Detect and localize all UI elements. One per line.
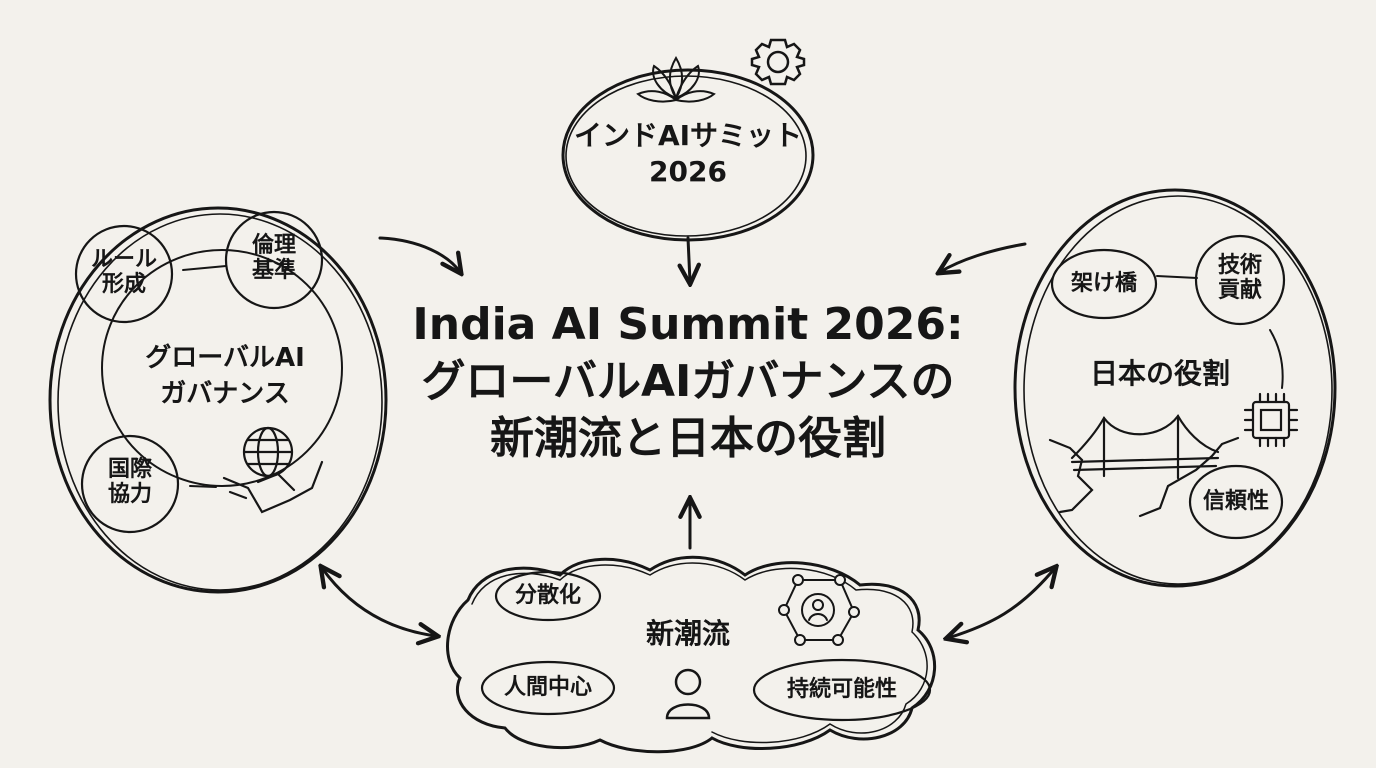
node-bridge: 架け橋 xyxy=(1070,271,1137,296)
arrow-left-to-title xyxy=(378,236,460,272)
chip-icon xyxy=(1243,392,1299,448)
node-tech-contribution: 技術貢献 xyxy=(1217,253,1262,304)
arrow-right-bottom xyxy=(948,568,1055,638)
node-intl-cooperation: 国際協力 xyxy=(107,457,152,508)
right-oval xyxy=(1013,188,1337,588)
arrow-top-to-title xyxy=(688,236,690,282)
title-line-2: グローバルAIガバナンスの xyxy=(421,356,955,408)
node-human-centric: 人間中心 xyxy=(503,675,592,700)
network-icon xyxy=(778,574,860,646)
top-label: インドAIサミット 2026 xyxy=(573,119,803,189)
node-decentralization: 分散化 xyxy=(514,583,581,608)
title-line-1: India AI Summit 2026: xyxy=(412,299,964,350)
page-title: India AI Summit 2026: グローバルAIガバナンスの 新潮流と… xyxy=(388,296,988,468)
left-label: グローバルAI ガバナンス xyxy=(145,343,305,410)
node-rule-making: ルール形成 xyxy=(90,247,157,298)
person-icon xyxy=(665,668,711,720)
title-line-3: 新潮流と日本の役割 xyxy=(490,413,886,465)
bottom-label: 新潮流 xyxy=(645,617,730,650)
arrow-left-bottom xyxy=(322,568,436,636)
globe-handshake-icon xyxy=(222,426,324,514)
arrow-right-to-title xyxy=(940,242,1027,272)
node-ethics: 倫理基準 xyxy=(251,233,296,284)
gear-icon xyxy=(750,38,806,86)
lotus-icon xyxy=(636,56,716,103)
bridge-icon xyxy=(1048,414,1240,518)
node-sustainability: 持続可能性 xyxy=(786,677,897,702)
left-oval xyxy=(48,206,388,594)
right-label: 日本の役割 xyxy=(1089,357,1230,390)
node-trust: 信頼性 xyxy=(1202,489,1269,514)
